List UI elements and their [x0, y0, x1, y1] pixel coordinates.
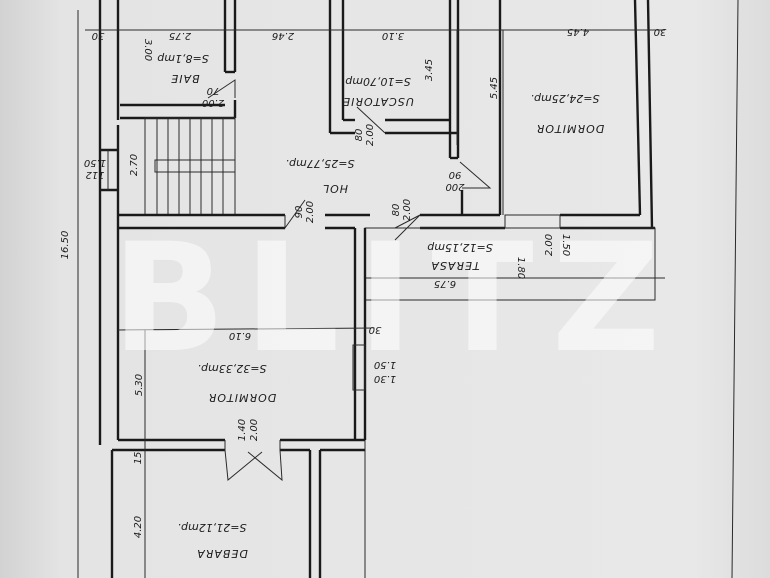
watermark-text: BLITZ — [112, 212, 679, 386]
dim-window-dormitor-2-a: 1.50 — [374, 359, 396, 370]
room-name-dormitor-2: DORMITOR — [208, 391, 277, 404]
room-area-uscatorie: S=10,70mp — [345, 75, 410, 88]
walls — [98, 0, 665, 578]
dim-terasa-height: 1.80 — [515, 257, 526, 279]
dim-wall-thickness: 30 — [92, 30, 105, 41]
dim-window-dormitor-2-b: 1.30 — [374, 373, 396, 384]
dim-window-terasa-a: 2.00 — [544, 234, 555, 256]
dim-door-baie-bottom: 2.00 — [202, 97, 224, 108]
dim-uscatorie-width: 3.10 — [382, 30, 404, 41]
room-name-terasa: TERASA — [430, 259, 479, 272]
dim-window-left-bottom: 112 — [85, 169, 104, 180]
dim-dormitor-2-height: 5.30 — [134, 374, 145, 396]
room-area-hol: S=25,77mp. — [286, 157, 355, 170]
room-name-debara: DEBARA — [196, 547, 248, 560]
dim-dormitor-2-width: 6.10 — [229, 330, 251, 341]
dim-window-terasa-b: 1.50 — [560, 234, 571, 256]
dim-door-dormitor-1-bottom: 200 — [445, 181, 464, 192]
paper-edge — [731, 0, 739, 578]
dim-door-uscatorie-a: 80 — [354, 129, 365, 142]
watermark: BLITZ — [112, 212, 679, 386]
dimension-labels: 16.50 2.75 3.00 2.46 3.10 3.45 4.45 5.45… — [60, 26, 666, 538]
dim-hol-width: 2.46 — [272, 30, 294, 41]
dim-terasa-width: 6.75 — [434, 278, 456, 289]
dim-door-terasa-b: 2.00 — [402, 199, 413, 221]
dim-dormitor-1-height: 5.45 — [489, 77, 500, 99]
room-name-uscatorie: USCATORIE — [342, 95, 414, 108]
dimension-lines — [77, 10, 665, 578]
dim-door-hol-a: 90 — [294, 206, 305, 219]
room-area-dormitor-1: S=24,25mp. — [531, 92, 600, 105]
dim-window-left-top: 1.50 — [84, 157, 106, 168]
dim-dormitor-1-width: 4.45 — [567, 26, 589, 37]
room-name-baie: BAIE — [170, 72, 199, 85]
dim-debara-height: 4.20 — [133, 516, 144, 538]
room-name-hol: HOL — [322, 182, 348, 195]
room-area-debara: S=21,12mp. — [178, 521, 247, 534]
dim-stair-height: 2.70 — [129, 154, 140, 176]
dim-door-uscatorie-b: 2.00 — [365, 124, 376, 146]
dim-uscatorie-height: 3.45 — [424, 59, 435, 81]
room-labels: BAIE S=8,1mp USCATORIE S=10,70mp DORMITO… — [157, 52, 604, 560]
dim-door-dormitor-2-a: 1.40 — [237, 419, 248, 441]
dim-total-height: 16.50 — [60, 231, 71, 260]
dim-baie-height: 3.00 — [142, 39, 153, 61]
dim-wall-dormitor-2: 30 — [369, 324, 382, 335]
dim-door-dormitor-2-b: 2.00 — [249, 419, 260, 441]
dim-wall-thickness-right: 30 — [654, 26, 667, 37]
dim-door-dormitor-1-top: 90 — [449, 169, 462, 180]
dim-door-hol-b: 2.00 — [305, 201, 316, 223]
dim-wall-15: 15 — [133, 452, 144, 465]
dim-baie-width: 2.75 — [169, 30, 191, 41]
dim-door-baie-top: 70 — [207, 85, 220, 96]
room-area-dormitor-2: S=32,33mp. — [198, 362, 267, 375]
room-area-baie: S=8,1mp — [157, 52, 208, 65]
dim-door-terasa-a: 80 — [391, 204, 402, 217]
room-name-dormitor-1: DORMITOR — [536, 122, 605, 135]
room-area-terasa: S=12,15mp — [427, 241, 492, 254]
